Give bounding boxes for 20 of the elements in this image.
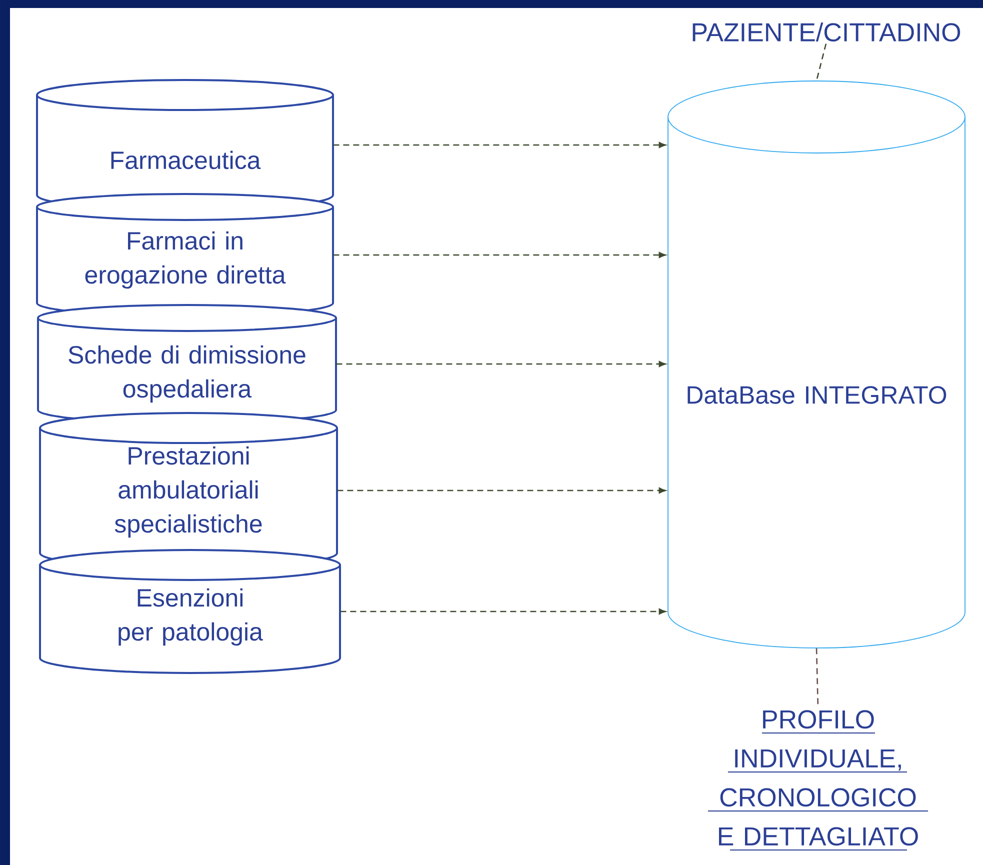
cylinder-segment: Farmaci in erogazione diretta [36,193,334,317]
arrow [340,608,666,614]
underlined-label: PROFILO INDIVIDUALE, CRONOLOGICO E DETTAGLIATO [708,710,928,850]
cylinder-segment: Prestazioni ambulatoriali specialistiche [39,412,338,569]
arrow [333,142,666,148]
label: PAZIENTE/CITTADINO [692,22,960,42]
database-cylinder: DataBase INTEGRATO [668,80,966,648]
arrow [333,252,666,258]
node-label: Farmaci in erogazione diretta [85,231,286,289]
arrow [336,361,666,367]
connector-line [816,44,827,81]
cylinder-segment: Schede di dimissione ospedaliera [37,304,337,424]
cylinder-segment: Farmaceutica [36,79,334,211]
node-label: Prestazioni ambulatoriali specialistiche [114,446,262,538]
node-label: Schede di dimissione ospedaliera [68,345,306,403]
node-label: DataBase INTEGRATO [688,386,946,404]
arrow [337,488,666,494]
cylinder-segment: Esenzioni per patologia [39,548,341,674]
node-label: Esenzioni per patologia [118,588,263,646]
node-label: Farmaceutica [111,150,261,170]
